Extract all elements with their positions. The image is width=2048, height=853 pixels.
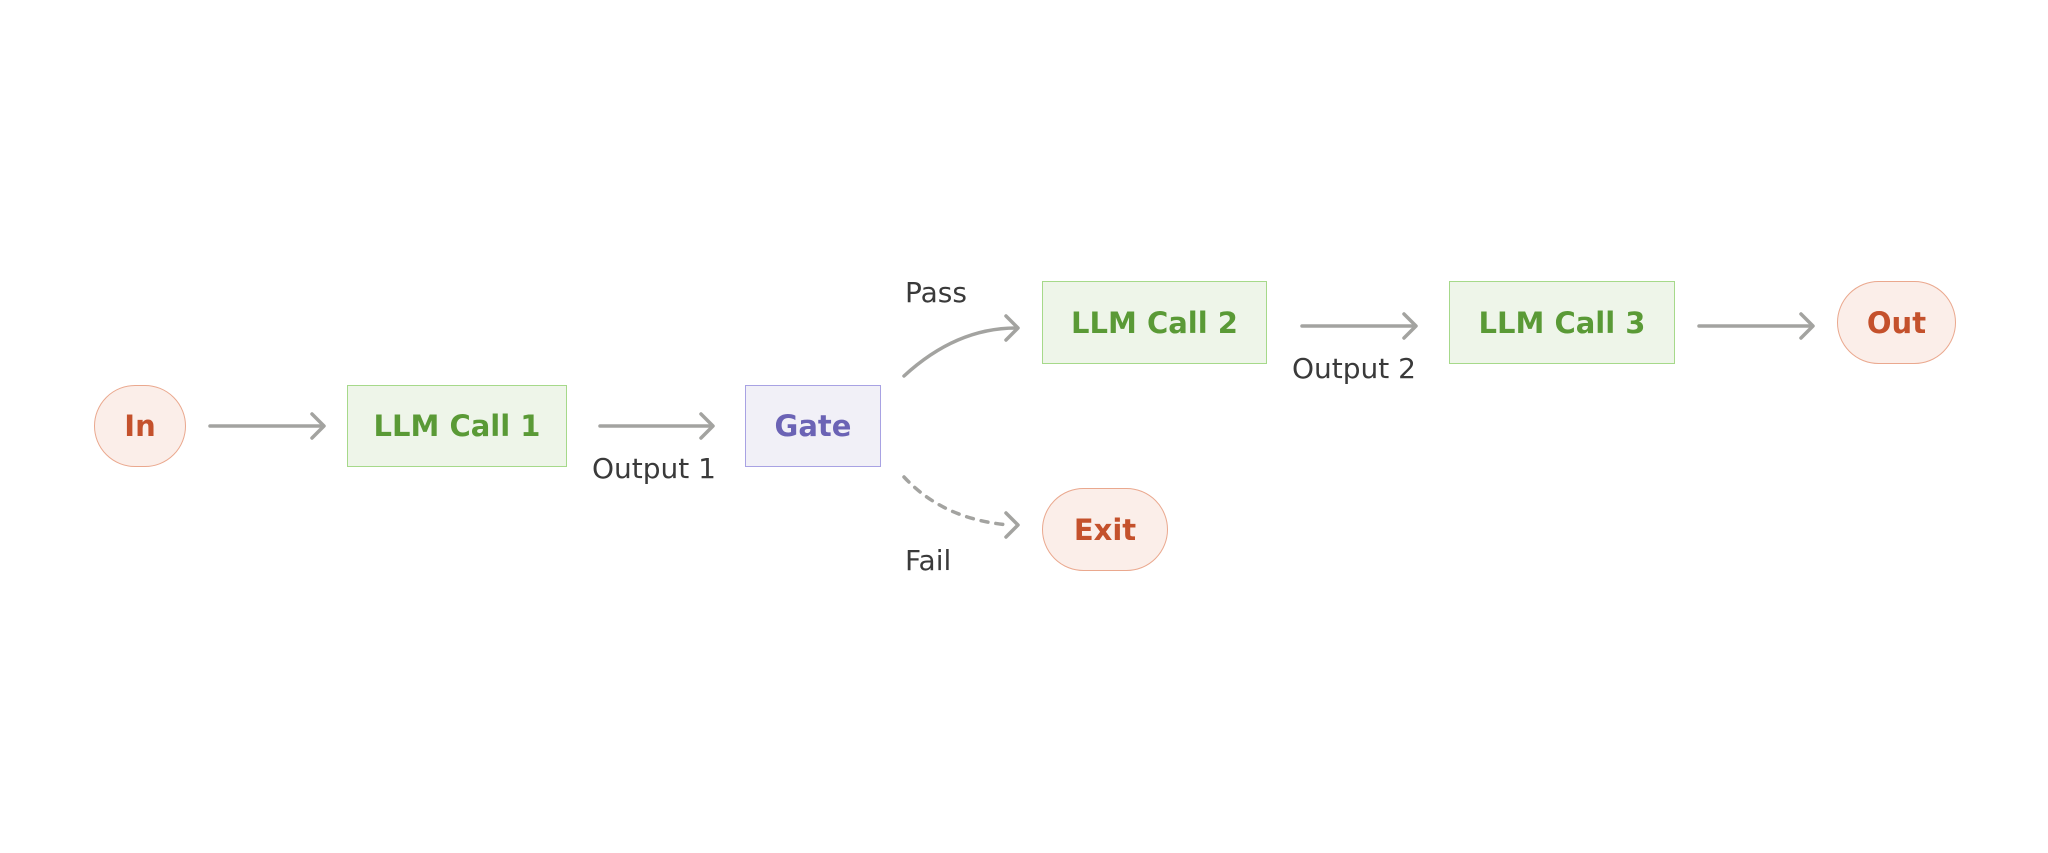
in-node: In bbox=[94, 385, 186, 467]
output-1-label: Output 1 bbox=[592, 452, 716, 485]
arrow-gate-to-exit-fail bbox=[902, 475, 1020, 539]
gate-node: Gate bbox=[745, 385, 881, 467]
out-node-label: Out bbox=[1866, 305, 1927, 340]
exit-node: Exit bbox=[1042, 488, 1168, 571]
gate-label: Gate bbox=[774, 409, 852, 443]
fail-label: Fail bbox=[905, 544, 952, 577]
in-node-label: In bbox=[124, 409, 156, 443]
llm-call-2-node: LLM Call 2 bbox=[1042, 281, 1267, 364]
arrow-llm-call-2-to-llm-call-3 bbox=[1300, 312, 1418, 340]
arrow-gate-to-llm-call-2-pass bbox=[902, 314, 1020, 378]
output-2-label: Output 2 bbox=[1292, 352, 1416, 385]
llm-call-2-label: LLM Call 2 bbox=[1071, 305, 1238, 340]
llm-call-3-label: LLM Call 3 bbox=[1478, 305, 1646, 340]
llm-call-1-label: LLM Call 1 bbox=[373, 409, 541, 443]
out-node: Out bbox=[1837, 281, 1956, 364]
llm-call-3-node: LLM Call 3 bbox=[1449, 281, 1675, 364]
pass-label: Pass bbox=[905, 276, 967, 309]
exit-node-label: Exit bbox=[1073, 512, 1137, 547]
arrow-in-to-llm-call-1 bbox=[208, 412, 326, 440]
arrow-llm-call-3-to-out bbox=[1697, 312, 1815, 340]
llm-call-1-node: LLM Call 1 bbox=[347, 385, 567, 467]
arrow-llm-call-1-to-gate bbox=[598, 412, 715, 440]
